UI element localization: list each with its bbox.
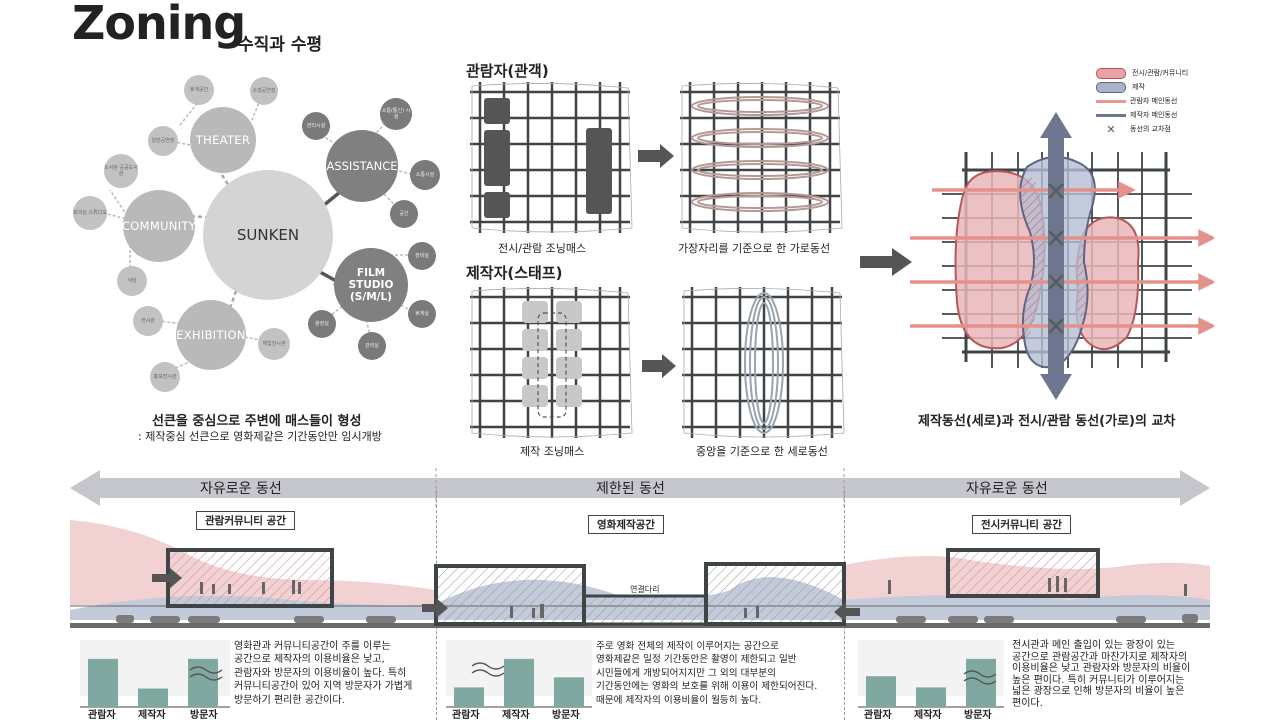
bridge-label: 연결다리 — [630, 585, 660, 594]
bubble-c1: 도서관 공공도서관 — [104, 154, 138, 188]
bubble-f2: 휴게실 — [408, 300, 436, 328]
band-right-label: 자유로운 동선 — [966, 481, 1048, 497]
bar-3-2 — [916, 687, 946, 707]
bar-1-3 — [188, 658, 218, 707]
bar-label: 관람자 — [864, 710, 892, 721]
legend-arrow-pink-icon — [1096, 99, 1126, 103]
bubble-caption-sub: : 제작중심 선큰으로 영화제같은 기간동안만 임시개방 — [138, 430, 382, 443]
bubble-sunken: SUNKEN — [203, 170, 333, 300]
bubble-caption: 선큰을 중심으로 주변에 매스들이 형성 — [152, 414, 362, 429]
bubble-a3: 소통시설 — [410, 160, 440, 190]
bar-1-2 — [138, 688, 168, 707]
bubble-film-studio: FILM STUDIO (S/M/L) — [334, 248, 408, 322]
legend-item: 제작 — [1096, 80, 1246, 94]
grid-caption-3: 제작 조닝매스 — [520, 445, 585, 458]
grid-diagrams — [470, 80, 846, 438]
bubble-e3: 홍보전시관 — [150, 362, 180, 392]
flow-band — [70, 468, 1210, 508]
zone-label-left: 관람커뮤니티 공간 — [196, 511, 295, 530]
bar-label: 방문자 — [190, 710, 218, 721]
bar-label: 방문자 — [552, 710, 580, 721]
bubble-exhibition: EXHIBITION — [176, 300, 246, 370]
bar-label: 방문자 — [964, 710, 992, 721]
viewer-title: 관람자(관객) — [466, 62, 549, 80]
bubble-a4: 공간 — [390, 200, 418, 228]
legend-item: 제작자 메인동선 — [1096, 108, 1246, 122]
bar-2-1 — [454, 687, 484, 707]
bubble-c3: 식당 — [117, 266, 147, 296]
bar-2-3 — [554, 677, 584, 707]
desc-right: 전시관과 메인 출입이 있는 광장이 있는 공간으로 관람공간과 마찬가지로 제… — [1012, 640, 1191, 709]
bubble-community: COMMUNITY — [122, 190, 196, 262]
page-subtitle: 수직과 수평 — [238, 35, 323, 55]
legend: 전시/관람/커뮤니티 제작 관람자 메인동선 제작자 메인동선 ✕ 동선의 교차… — [1096, 66, 1246, 136]
legend-swatch-pink — [1096, 67, 1126, 79]
legend-item: ✕ 동선의 교차점 — [1096, 122, 1246, 136]
zone-label-middle: 영화제작공간 — [588, 515, 664, 534]
legend-item: 관람자 메인동선 — [1096, 94, 1246, 108]
bar-label: 관람자 — [88, 710, 116, 721]
grid-caption-1: 전시/관람 조닝매스 — [498, 242, 587, 255]
bubble-diagram: SUNKEN THEATER COMMUNITY EXHIBITION ASSI… — [70, 70, 450, 400]
page-title: Zoning — [72, 0, 246, 50]
legend-swatch-blue — [1096, 81, 1126, 93]
overlay-caption: 제작동선(세로)과 전시/관람 동선(가로)의 교차 — [918, 414, 1176, 429]
legend-arrow-blue-icon — [1096, 113, 1126, 117]
to-overlay-arrow — [860, 248, 912, 276]
bubble-theater: THEATER — [190, 107, 256, 173]
bubble-f4: 관리실 — [358, 332, 386, 360]
staff-title: 제작자(스태프) — [466, 264, 563, 282]
bar-label: 제작자 — [138, 710, 166, 721]
bubble-c2: 회의실 스튜디오 — [73, 196, 107, 230]
desc-left: 영화관과 커뮤니티공간이 주를 이루는 공간으로 제작자의 이용비율은 낮고, … — [234, 641, 413, 706]
bubble-t3: 일반공연장 — [148, 126, 178, 156]
bar-1-1 — [88, 658, 118, 707]
band-left-label: 자유로운 동선 — [200, 481, 282, 497]
bar-label: 제작자 — [914, 710, 942, 721]
bar-charts — [80, 640, 1004, 708]
section-drawing — [70, 520, 1210, 628]
bubble-f1: 장비실 — [408, 242, 436, 270]
grid-caption-2: 가장자리를 기준으로 한 가로동선 — [678, 242, 831, 255]
bar-3-1 — [866, 676, 896, 707]
bubble-assistance: ASSISTANCE — [326, 130, 398, 202]
bubble-a2: 소통(통신) 시설 — [380, 98, 412, 130]
bubble-a1: 관리시설 — [302, 112, 330, 140]
band-middle-label: 제한된 동선 — [596, 481, 665, 497]
overlay-diagram — [910, 112, 1214, 400]
bubble-t1: 휴게공간 — [184, 75, 214, 105]
legend-item: 전시/관람/커뮤니티 — [1096, 66, 1246, 80]
zone-label-right: 전시커뮤니티 공간 — [972, 515, 1071, 534]
bubble-f3: 분장실 — [308, 310, 336, 338]
bar-label: 제작자 — [502, 710, 530, 721]
bubble-e2: 체험전시관 — [258, 328, 290, 360]
bubble-t2: 소형공연장 — [250, 77, 278, 105]
desc-middle: 주로 영화 전체의 제작이 이루어지는 공간으로 영화제같은 일정 기간동안은 … — [596, 641, 818, 706]
grid-caption-4: 중앙을 기준으로 한 세로동선 — [696, 445, 828, 458]
bubble-e1: 전시관 — [133, 306, 163, 336]
bar-label: 관람자 — [452, 710, 480, 721]
legend-cross-icon: ✕ — [1106, 122, 1116, 136]
bar-2-2 — [504, 658, 534, 707]
